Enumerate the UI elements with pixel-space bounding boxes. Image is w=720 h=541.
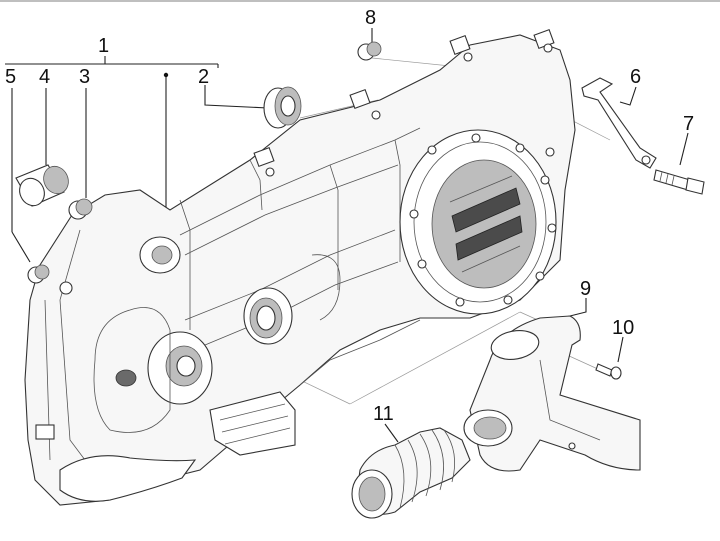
screw-bolt	[653, 169, 705, 195]
callout-2: 2	[198, 66, 209, 88]
callout-labels: 1 2 3 4 5 6 7 8 9 10 11	[5, 7, 694, 425]
callout-1: 1	[98, 35, 109, 57]
callout-10: 10	[612, 317, 634, 339]
small-bush	[68, 198, 93, 220]
callout-dot	[163, 72, 169, 78]
air-duct	[463, 315, 641, 472]
callout-9: 9	[580, 278, 591, 300]
cover-emblem	[243, 254, 341, 345]
oil-seal	[263, 86, 302, 129]
clutch-cover-dome	[399, 129, 557, 315]
bracket	[581, 77, 657, 169]
callout-4: 4	[39, 66, 50, 88]
callout-5: 5	[5, 66, 16, 88]
callout-7: 7	[683, 113, 694, 135]
dowel-pin-top	[357, 41, 382, 61]
dowel-pin	[27, 264, 50, 284]
small-screw	[595, 363, 622, 380]
callout-11: 11	[373, 403, 394, 425]
pulley-housing	[35, 229, 296, 502]
callout-3: 3	[79, 66, 90, 88]
callout-6: 6	[630, 66, 641, 88]
bellows-hose	[351, 427, 471, 519]
callout-8: 8	[365, 7, 376, 29]
bushing	[15, 164, 69, 207]
